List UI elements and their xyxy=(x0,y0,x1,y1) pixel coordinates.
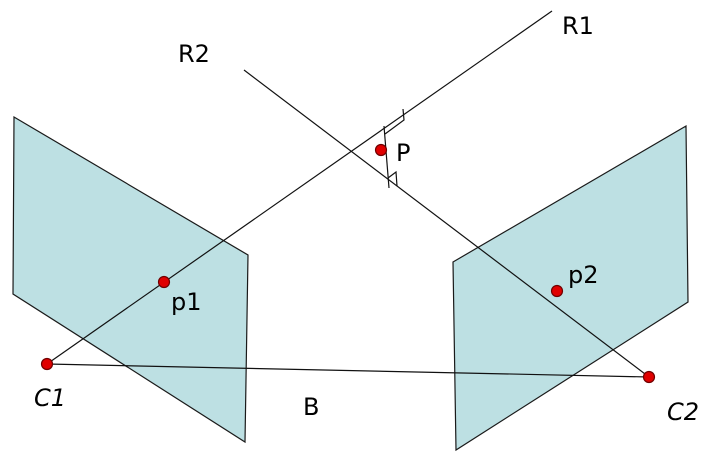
label-p2: p2 xyxy=(568,261,599,289)
camera-center-c1 xyxy=(40,357,54,371)
point-p1 xyxy=(157,275,171,289)
right-angle-marker-top xyxy=(384,108,405,135)
label-r2: R2 xyxy=(178,40,210,68)
ray-r1-line xyxy=(46,10,553,365)
right-image-plane xyxy=(452,124,689,452)
label-p1: p1 xyxy=(171,288,202,316)
ray-r2-line xyxy=(243,69,650,378)
label-c1: C1 xyxy=(34,384,66,412)
point-p xyxy=(374,143,388,157)
right-angle-marker-bottom xyxy=(387,170,398,187)
label-baseline-b: B xyxy=(303,393,319,421)
label-r1: R1 xyxy=(562,12,594,40)
label-p: P xyxy=(396,139,410,167)
camera-center-c2 xyxy=(642,370,656,384)
left-image-plane xyxy=(12,115,249,444)
point-p2 xyxy=(550,284,564,298)
label-c2: C2 xyxy=(667,398,699,426)
baseline-line xyxy=(46,363,650,378)
